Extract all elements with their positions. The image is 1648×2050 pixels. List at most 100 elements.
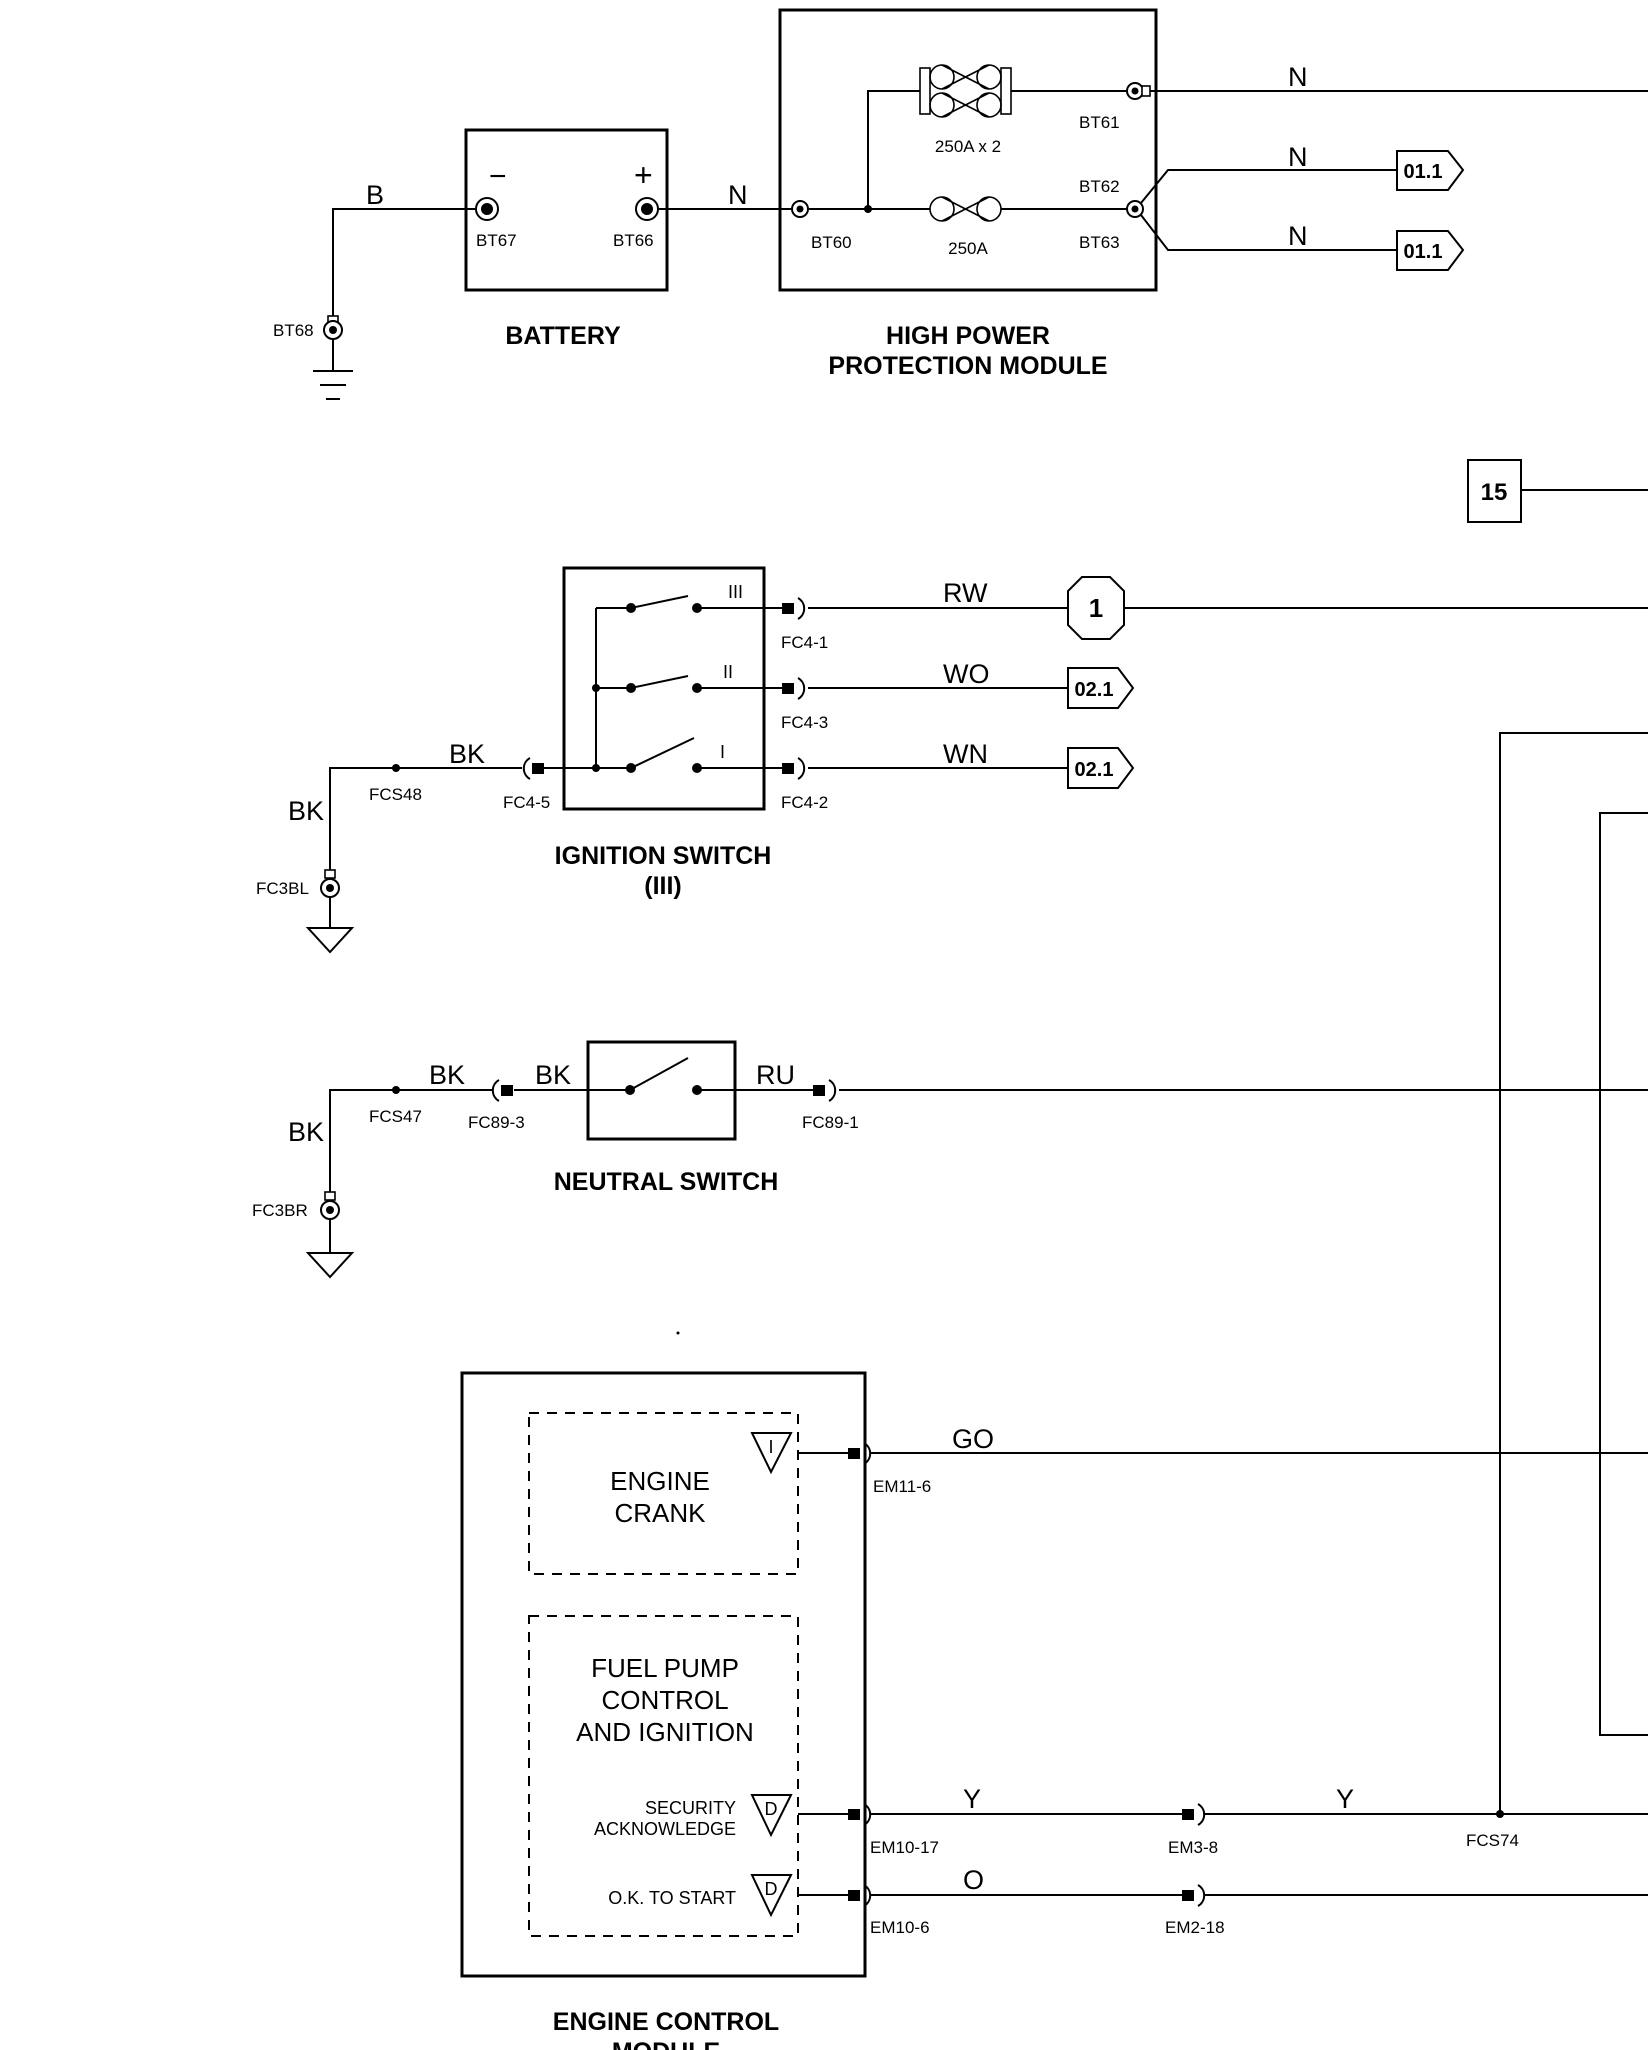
splice-fcs47 <box>392 1086 400 1094</box>
engine-crank-line2: CRANK <box>614 1498 706 1528</box>
hppm-output-wire-2 <box>1140 169 1397 204</box>
input-indicator-icon <box>750 1432 793 1475</box>
hppm-title-line1: HIGH POWER <box>886 322 1050 350</box>
ignition-ground-circuit: FCS48 BK BK FC3BL <box>256 739 522 954</box>
ref-label-02-1-a: 02.1 <box>1075 679 1114 701</box>
high-power-protection-module: 250A x 2 250A BT60 BT61 BT62 BT63 HIGH P… <box>778 8 1158 380</box>
fuse-label-250a: 250A <box>948 239 988 258</box>
pin-fc4-3: FC4-3 <box>781 713 828 732</box>
ignition-switch: III II I FC4-5 FC4-1 FC4-3 FC4-2 IGNITIO… <box>503 566 828 900</box>
wire-label-b: B <box>366 180 384 210</box>
ok-to-start-label: O.K. TO START <box>608 1888 736 1908</box>
hppm-output-wire-3 <box>1140 214 1397 251</box>
neutral-switch: BK RU FC89-3 FC89-1 NEUTRAL SWITCH <box>468 1040 859 1196</box>
fuel-pump-line1: FUEL PUMP <box>591 1653 739 1683</box>
engine-control-module: ENGINE CRANK I FUEL PUMP CONTROL AND IGN… <box>460 1371 939 2050</box>
pin-fc89-3: FC89-3 <box>468 1113 525 1132</box>
ok-symbol: D <box>765 1879 778 1899</box>
position-i: I <box>720 742 725 762</box>
ignition-switch-title-line1: IGNITION SWITCH <box>555 842 772 870</box>
fuel-pump-line2: CONTROL <box>601 1685 728 1715</box>
ref-circle-1 <box>1067 576 1125 640</box>
wire-label-bk-ns-1: BK <box>429 1060 465 1090</box>
ecm-title-line2: MODULE <box>612 2038 720 2050</box>
splice-label-fcs74: FCS74 <box>1466 1831 1519 1850</box>
wire-label-n-out3: N <box>1288 221 1308 251</box>
pin-bt67: BT67 <box>476 231 517 250</box>
output-indicator-icon <box>750 1874 793 1918</box>
vertical-wire-fcs74 <box>1499 732 1648 1814</box>
ecm-box <box>460 1371 867 1978</box>
security-line1: SECURITY <box>645 1798 736 1818</box>
security-line2: ACKNOWLEDGE <box>594 1819 736 1839</box>
fuel-pump-line3: AND IGNITION <box>576 1717 754 1747</box>
pin-em3-8: EM3-8 <box>1168 1838 1218 1857</box>
wire-label-y-1: Y <box>963 1784 981 1814</box>
pin-fc3bl: FC3BL <box>256 879 309 898</box>
pin-em10-17: EM10-17 <box>870 1838 939 1857</box>
wire-label-bk-ign-ground: BK <box>288 796 324 826</box>
crank-symbol: I <box>768 1437 773 1457</box>
ref-arrow-02-1-b <box>1067 747 1135 789</box>
engine-crank-line1: ENGINE <box>610 1466 710 1496</box>
wire-label-y-2: Y <box>1336 1784 1354 1814</box>
pin-bt61: BT61 <box>1079 113 1120 132</box>
wire-label-wn: WN <box>943 739 988 769</box>
pin-em10-6: EM10-6 <box>870 1918 930 1937</box>
hppm-box <box>778 8 1158 292</box>
pin-fc4-5: FC4-5 <box>503 793 550 812</box>
ref-arrow-01-1-a <box>1396 150 1465 191</box>
wire-label-go: GO <box>952 1424 994 1454</box>
splice-fcs48 <box>392 764 400 772</box>
pin-fc4-2: FC4-2 <box>781 793 828 812</box>
battery: − + BT67 BT66 BATTERY <box>464 128 669 350</box>
ref-label-01-1-a: 01.1 <box>1404 161 1443 183</box>
wire-label-bk-ns-ground: BK <box>288 1117 324 1147</box>
chassis-ground-icon <box>305 1252 355 1279</box>
ref-box-15-label: 15 <box>1481 479 1508 506</box>
hppm-title-line2: PROTECTION MODULE <box>828 352 1107 380</box>
fuse-label-250a-x2: 250A x 2 <box>935 137 1001 156</box>
splice-fcs74 <box>1496 1810 1504 1818</box>
output-indicator-icon <box>750 1794 793 1838</box>
chassis-ground-icon <box>305 927 355 954</box>
battery-positive-sign: + <box>634 157 653 193</box>
fuse-250a <box>929 196 1002 222</box>
pin-bt60: BT60 <box>811 233 852 252</box>
neutral-ground-circuit: FCS47 BK BK FC3BR <box>252 1060 493 1279</box>
ref-label-01-1-b: 01.1 <box>1404 241 1443 263</box>
fuel-pump-section <box>528 1615 799 1937</box>
ecm-title-line1: ENGINE CONTROL <box>553 2008 779 2036</box>
fuse-250a-x2 <box>919 64 1012 118</box>
pin-em2-18: EM2-18 <box>1165 1918 1225 1937</box>
battery-negative-sign: − <box>489 160 507 193</box>
position-ii: II <box>723 662 733 682</box>
ref-circle-1-label: 1 <box>1089 593 1103 623</box>
wire-label-n: N <box>728 180 748 210</box>
pin-bt66: BT66 <box>613 231 654 250</box>
neutral-switch-title: NEUTRAL SWITCH <box>554 1168 779 1196</box>
pin-fc89-1: FC89-1 <box>802 1113 859 1132</box>
wire-label-rw: RW <box>943 578 988 608</box>
wire-label-bk-ns-2: BK <box>535 1060 571 1090</box>
wire-label-wo: WO <box>943 659 990 689</box>
pin-bt68: BT68 <box>273 321 314 340</box>
security-symbol: D <box>765 1799 778 1819</box>
battery-title: BATTERY <box>505 322 621 350</box>
loop-wire <box>1599 812 1648 1736</box>
wire-label-ru: RU <box>756 1060 795 1090</box>
wire-label-bk-ign-feed: BK <box>449 739 485 769</box>
pin-fc4-1: FC4-1 <box>781 633 828 652</box>
wire-label-n-out1: N <box>1288 62 1308 92</box>
pin-em11-6: EM11-6 <box>873 1477 931 1496</box>
pin-bt63: BT63 <box>1079 233 1120 252</box>
splice-label-fcs48: FCS48 <box>369 785 422 804</box>
pin-fc3br: FC3BR <box>252 1201 308 1220</box>
battery-ground-circuit: B BT68 <box>273 180 476 400</box>
pin-bt62: BT62 <box>1079 177 1120 196</box>
ref-arrow-01-1-b <box>1396 230 1465 271</box>
ref-arrow-02-1-a <box>1067 667 1135 709</box>
engine-crank-section <box>528 1412 799 1575</box>
ignition-switch-title-line2: (III) <box>644 872 682 900</box>
